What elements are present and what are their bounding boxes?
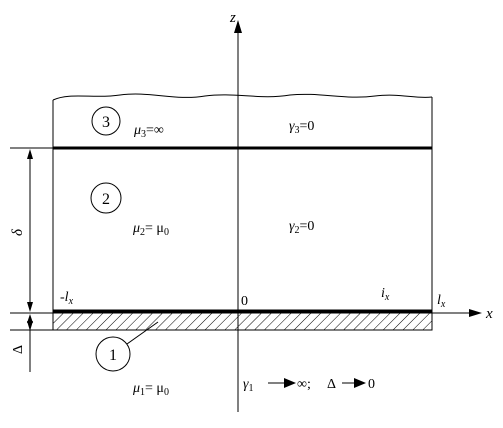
region-1-number: 1 — [109, 347, 117, 364]
mu2-label: μ2= μ0 — [132, 221, 169, 238]
delta-arrow-top — [27, 149, 33, 159]
delta-label: δ — [10, 228, 26, 236]
delta-arrow-bottom — [27, 302, 33, 312]
limit-zero-label: 0 — [368, 377, 375, 392]
origin-label: 0 — [241, 294, 248, 309]
region-2-number: 2 — [102, 191, 110, 208]
limit-arrow-2-head — [354, 378, 366, 388]
conductor-hatched-strip — [52, 312, 433, 331]
Delta-label: Δ — [11, 345, 26, 354]
region-3-circle — [91, 106, 121, 136]
z-axis-arrowhead — [234, 20, 242, 33]
mu3-label: μ3=∞ — [133, 123, 164, 140]
region-3-number: 3 — [102, 114, 110, 131]
z-axis-label: z — [229, 10, 236, 26]
gamma1-label: γ1 — [243, 377, 254, 394]
limit-arrow-1-head — [284, 378, 296, 388]
mu1-label: μ1= μ0 — [132, 381, 169, 398]
limit-Delta-label: Δ — [327, 377, 336, 392]
region-3-wavy-boundary — [52, 93, 433, 101]
region-1-leader-line — [126, 321, 159, 345]
minus-l-label: -lx — [60, 290, 74, 307]
region-1-circle — [95, 336, 131, 372]
limit-infinity-label: ∞; — [297, 377, 311, 392]
l-label: lx — [437, 293, 446, 310]
gamma3-label: γ3=0 — [289, 119, 314, 136]
region-2-circle — [90, 182, 122, 214]
gamma2-label: γ2=0 — [289, 219, 314, 236]
x-axis-arrowhead — [469, 309, 482, 317]
Delta-arrow-bottom — [27, 321, 33, 331]
Delta-arrow-top — [27, 314, 33, 323]
current-i-label: ix — [381, 286, 390, 303]
x-axis-label: x — [485, 306, 493, 322]
